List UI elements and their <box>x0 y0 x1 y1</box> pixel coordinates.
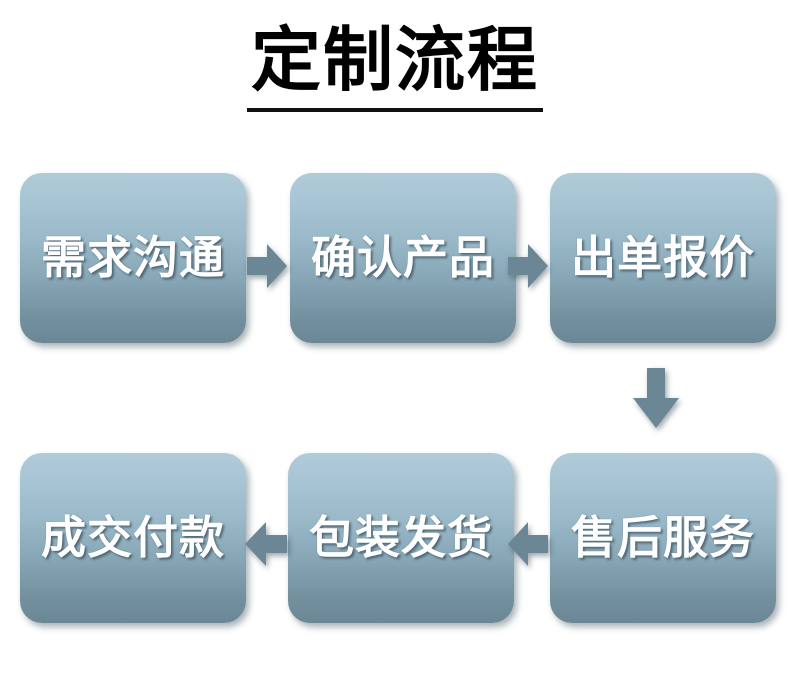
flow-step-box-5: 包装发货 <box>288 453 514 623</box>
flow-step-box-2: 确认产品 <box>290 173 516 343</box>
flow-step-box-1: 需求沟通 <box>20 173 246 343</box>
flow-step-label: 成交付款 <box>40 511 225 564</box>
flow-step-label: 确认产品 <box>310 231 495 284</box>
page-title: 定制流程 <box>247 18 543 112</box>
arrow-down-icon <box>632 368 680 430</box>
flow-step-label: 包装发货 <box>308 511 493 564</box>
arrow-left-icon <box>508 518 548 570</box>
flow-step-label: 售后服务 <box>570 511 755 564</box>
flow-step-box-6: 成交付款 <box>20 453 246 623</box>
title-block: 定制流程 <box>0 18 790 112</box>
arrow-right-icon <box>508 240 548 292</box>
flow-step-label: 出单报价 <box>570 231 755 284</box>
arrow-left-icon <box>245 518 287 570</box>
arrow-right-icon <box>247 240 287 292</box>
flow-step-box-4: 售后服务 <box>550 453 776 623</box>
flow-step-box-3: 出单报价 <box>550 173 776 343</box>
flow-step-label: 需求沟通 <box>40 231 225 284</box>
